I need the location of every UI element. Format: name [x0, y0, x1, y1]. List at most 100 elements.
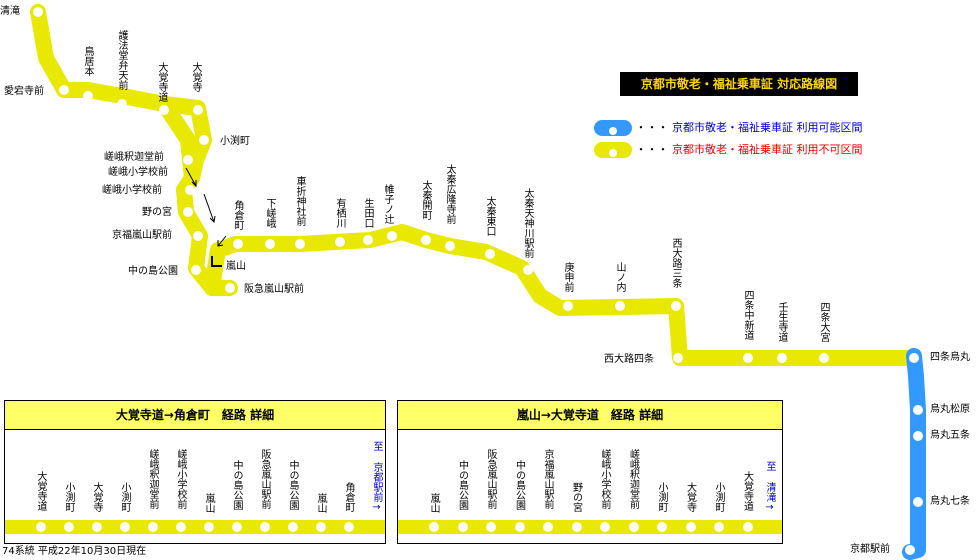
stop-dot	[225, 283, 235, 293]
stop-dot	[913, 497, 923, 507]
panel-header: 嵐山→大覚寺道 経路 詳細	[398, 401, 782, 430]
stop-keifuku: 京福嵐山駅前	[112, 230, 172, 241]
detail-panel-left: 大覚寺道→角倉町 経路 詳細 大覚寺道小渕町大覚寺小渕町嵯峨釈迦堂前嵯峨小学校前…	[4, 400, 386, 544]
panel-stop-label: 中の島公園	[513, 460, 525, 510]
stop-dot	[199, 135, 209, 145]
stop-dot	[191, 265, 201, 275]
stop-kyotoeki: 京都駅前	[850, 544, 890, 555]
stop-nishioji3: 西大路三条	[670, 238, 681, 288]
stop-dot	[295, 239, 305, 249]
panel-header: 大覚寺道→角倉町 経路 詳細	[5, 401, 385, 430]
stop-shimosaga: 下嵯峨	[264, 198, 275, 228]
stop-dot	[673, 353, 683, 363]
stop-dot	[671, 301, 681, 311]
panel-stop-dot	[148, 522, 158, 532]
stop-dot	[159, 105, 169, 115]
stop-nishioji4: 西大路四条	[604, 354, 654, 365]
route-yellow-east	[204, 224, 922, 366]
panel-stop-label: 野の宮	[570, 482, 582, 512]
stop-dot	[363, 235, 373, 245]
arashiyama-marker	[211, 256, 222, 267]
panel-stop-dot	[92, 522, 102, 532]
stop-ikuta: 生田口	[362, 198, 373, 228]
footer-note: 74系統 平成22年10月30日現在	[2, 546, 147, 557]
legend-available-text: 京都市敬老・福祉乗車証 利用可能区間	[672, 121, 863, 134]
panel-stop-label: 嵐山	[203, 493, 214, 513]
panel-stop-label: 中の島公園	[231, 460, 242, 510]
stop-karasuma4: 四条烏丸	[930, 352, 970, 363]
stop-kobuchicho: 小渕町	[220, 136, 250, 147]
stop-shogakko2: 嵯峨小学校前	[102, 185, 162, 196]
panel-stop-label: 京福嵐山駅前	[542, 449, 553, 509]
stop-shijonaka: 四条中新道	[742, 290, 753, 340]
panel-stop-dot	[288, 522, 298, 532]
stop-daikakujimichi: 大覚寺道	[156, 62, 167, 102]
panel-stop-dot	[204, 522, 214, 532]
panel-stop-dot	[571, 522, 582, 532]
panel-stop-label: 小渕町	[119, 482, 130, 512]
stop-koshin: 庚申前	[562, 262, 573, 292]
stop-daikakuji: 大覚寺	[190, 62, 201, 92]
stop-dot	[909, 353, 919, 363]
stop-nakanoshima: 中の島公園	[128, 266, 178, 277]
panel-stop-dot	[514, 522, 525, 532]
panel-stop-label: 嵯峨釈迦堂前	[147, 449, 158, 509]
map-title: 京都市敬老・福祉乗車証 対応路線図	[620, 72, 858, 96]
stop-uzumasamae: 太秦開町	[420, 180, 431, 220]
stop-dot	[563, 301, 573, 311]
stop-gojo: 烏丸五条	[930, 430, 970, 441]
panel-stop-dot	[260, 522, 270, 532]
panel-stop-label: 嵐山	[315, 493, 326, 513]
stop-dot	[183, 155, 193, 165]
panel-stop-label: 阪急嵐山駅前	[485, 449, 496, 509]
stop-hankyu: 阪急嵐山駅前	[244, 284, 304, 295]
panel-stop-label: 小渕町	[713, 482, 724, 512]
stop-higashiguchi: 太秦東口	[484, 196, 495, 236]
panel-stop-dot	[685, 522, 696, 532]
panel-stop-label: 嵐山	[428, 493, 439, 513]
stop-yamanouchi: 山ノ内	[614, 262, 625, 292]
stop-mibu: 壬生寺道	[776, 302, 787, 342]
stop-toriimoto: 鳥居本	[82, 46, 93, 76]
arrow-down	[203, 193, 215, 223]
stop-gohouzan: 護法堂弁天前	[116, 30, 127, 90]
panel-stop-dot	[657, 522, 667, 532]
legend-pill-yellow	[594, 142, 632, 158]
panel-stop-label: 嵯峨小学校前	[599, 449, 610, 509]
panel-stop-label: 阪急嵐山駅前	[259, 449, 270, 509]
arrow-side	[217, 235, 227, 247]
panel-stop-dot	[316, 522, 326, 532]
stop-kiyotaki: 清滝	[0, 6, 20, 17]
panel-stop-dot	[486, 522, 496, 532]
stop-arashiyama: 嵐山	[226, 261, 246, 272]
stop-dot	[485, 249, 495, 259]
panel-stop-dot	[344, 522, 354, 532]
stop-shogakko1: 嵯峨小学校前	[108, 167, 168, 178]
stop-nonomiya: 野の宮	[142, 207, 172, 218]
panel-stop-dot	[457, 522, 468, 532]
stop-dot	[59, 85, 69, 95]
panel-destination: 至 清滝→	[764, 461, 775, 513]
route-yellow-branch	[156, 96, 200, 186]
stop-dot	[819, 353, 829, 363]
stop-arisu: 有栖川	[334, 198, 345, 228]
panel-stop-label: 中の島公園	[456, 460, 468, 510]
direction-arrows	[185, 167, 227, 247]
legend-available: ・・・ 京都市敬老・福祉乗車証 利用可能区間	[594, 120, 863, 136]
stop-dots	[33, 7, 923, 555]
stop-dot	[421, 235, 431, 245]
panel-stop-dot	[714, 522, 724, 532]
legend-dots: ・・・	[635, 143, 669, 156]
panel-stop-dot	[628, 522, 639, 532]
stop-dot	[83, 91, 93, 101]
stop-dot	[387, 231, 397, 241]
stop-dot	[777, 353, 787, 363]
stop-shakado: 嵯峨釈迦堂前	[104, 152, 164, 163]
stop-dot	[117, 99, 127, 109]
panel-stop-label: 嵯峨小学校前	[175, 449, 186, 509]
detail-panel-right: 嵐山→大覚寺道 経路 詳細 嵐山 中の島公園 阪急嵐山駅前 中の島公園 京福嵐山駅前野の…	[397, 400, 783, 544]
stop-dot	[193, 231, 203, 241]
panel-stop-label: 大覚寺	[684, 482, 696, 512]
panel-stop-dot	[176, 522, 186, 532]
